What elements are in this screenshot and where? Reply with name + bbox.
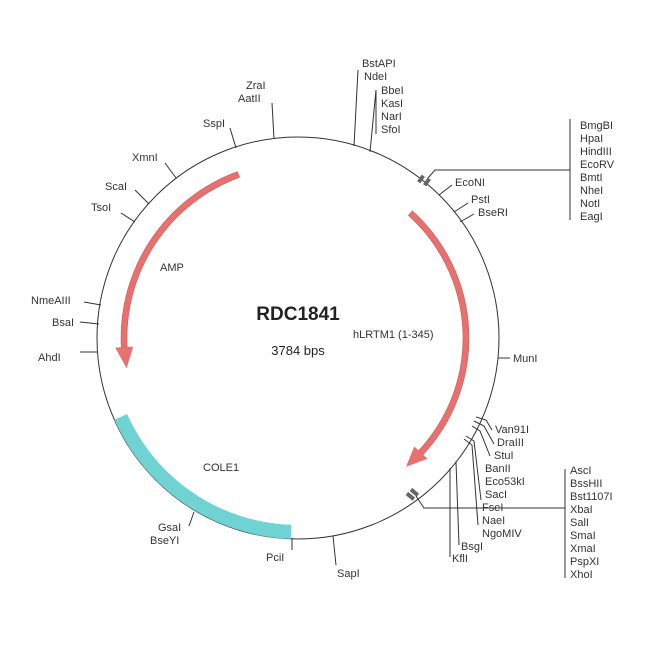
site-label[interactable]: StuI (494, 450, 514, 462)
site-label[interactable]: PciI (266, 552, 284, 564)
site-label[interactable]: BseYI (150, 535, 179, 547)
site-label[interactable]: NdeI (364, 71, 387, 83)
site-label[interactable]: NgoMIV (482, 528, 522, 540)
site-label[interactable]: BanII (485, 463, 511, 475)
site-label[interactable]: Bst1107I (570, 491, 613, 503)
mcs1-labels: BmgBI HpaI HindIII EcoRV BmtI NheI NotI … (580, 120, 615, 223)
cole1-label: COLE1 (203, 462, 239, 474)
site-label[interactable]: XmnI (132, 152, 158, 164)
amp-arrowhead (115, 346, 134, 369)
site-label[interactable]: AatII (238, 93, 261, 105)
site-label[interactable]: BsaI (52, 317, 74, 329)
site-label[interactable]: PstI (471, 194, 490, 206)
site-label[interactable]: SalI (570, 517, 589, 529)
site-label[interactable]: KasI (381, 98, 403, 110)
site-label[interactable]: BsgI (461, 541, 483, 553)
site-label[interactable]: XhoI (570, 569, 593, 581)
site-label[interactable]: NheI (580, 185, 603, 197)
site-label[interactable]: NaeI (482, 515, 505, 527)
amp-arrow[interactable] (120, 171, 240, 348)
site-label[interactable]: KflI (452, 553, 468, 565)
site-label[interactable]: DraIII (497, 437, 524, 449)
site-label[interactable]: BssHII (570, 478, 602, 490)
site-label[interactable]: PspXI (570, 556, 599, 568)
site-label[interactable]: SacI (485, 489, 507, 501)
site-label[interactable]: NmeAIII (31, 295, 71, 307)
site-labels-left: AhdI BsaI NmeAIII TsoI ScaI XmnI SspI Aa… (31, 80, 266, 364)
site-label[interactable]: HindIII (580, 146, 612, 158)
mcs1-marker (423, 177, 431, 187)
site-labels-lower-right: Van91I DraIII StuI BanII Eco53kI SacI Fs… (452, 424, 529, 565)
site-label[interactable]: EcoRV (580, 159, 615, 171)
site-label[interactable]: NarI (381, 111, 402, 123)
cole1-feature[interactable] (114, 414, 292, 539)
site-label[interactable]: ScaI (105, 181, 127, 193)
mcs1-marker (417, 174, 425, 184)
plasmid-size: 3784 bps (271, 343, 325, 358)
site-label[interactable]: Eco53kI (485, 476, 525, 488)
mcs2-marker (409, 487, 420, 497)
site-label[interactable]: EcoNI (455, 177, 485, 189)
mcs2-marker (405, 491, 416, 501)
site-label[interactable]: NotI (580, 198, 600, 210)
insert-label: hLRTM1 (1-345) (353, 329, 434, 341)
site-label[interactable]: XbaI (570, 504, 593, 516)
site-labels-top: BstAPI NdeI BbeI KasI NarI SfoI (362, 58, 404, 136)
site-label[interactable]: MunI (513, 353, 537, 365)
plasmid-name: RDC1841 (256, 304, 340, 325)
site-label[interactable]: SapI (337, 568, 360, 580)
site-label[interactable]: BstAPI (362, 58, 396, 70)
site-label[interactable]: EagI (580, 211, 603, 223)
site-label[interactable]: AhdI (38, 352, 61, 364)
site-label[interactable]: Van91I (495, 424, 529, 436)
site-label[interactable]: SspI (203, 118, 225, 130)
site-label[interactable]: ZraI (246, 80, 266, 92)
site-label[interactable]: BseRI (478, 207, 508, 219)
site-label[interactable]: SfoI (381, 124, 401, 136)
insert-arrowhead (405, 446, 428, 467)
site-label[interactable]: XmaI (570, 543, 596, 555)
mcs2-labels: AscI BssHII Bst1107I XbaI SalI SmaI XmaI… (570, 465, 613, 581)
site-label[interactable]: AscI (570, 465, 591, 477)
site-label[interactable]: BmtI (580, 172, 603, 184)
site-label[interactable]: GsaI (158, 522, 181, 534)
site-label[interactable]: TsoI (91, 202, 111, 214)
amp-label: AMP (160, 262, 184, 274)
site-label[interactable]: SmaI (570, 530, 596, 542)
site-label[interactable]: BmgBI (580, 120, 613, 132)
site-label[interactable]: BbeI (381, 85, 404, 97)
plasmid-backbone (96, 136, 500, 540)
site-label[interactable]: HpaI (580, 133, 603, 145)
